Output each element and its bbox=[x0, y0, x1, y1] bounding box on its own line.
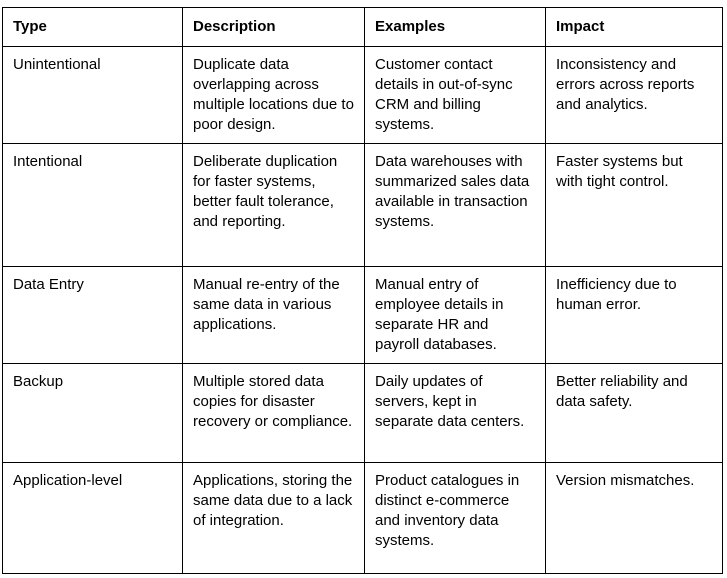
table-row: Data Entry Manual re-entry of the same d… bbox=[2, 266, 723, 364]
cell-impact: Inefficiency due to human error. bbox=[545, 266, 723, 364]
cell-impact-text: Better reliability and data safety. bbox=[556, 372, 688, 410]
column-header-description: Description bbox=[182, 7, 365, 47]
table-row: Application-level Applications, storing … bbox=[2, 461, 723, 574]
cell-examples-text: Customer contact details in out-of-sync … bbox=[375, 56, 513, 133]
cell-description-text: Duplicate data overlapping across multip… bbox=[193, 56, 354, 133]
cell-impact: Version mismatches. bbox=[545, 461, 723, 574]
table-row: Intentional Deliberate duplication for f… bbox=[2, 143, 723, 267]
table-header: Type Description Examples Impact bbox=[2, 7, 723, 47]
cell-type: Intentional bbox=[2, 143, 183, 267]
cell-description-text: Applications, storing the same data due … bbox=[193, 471, 353, 529]
column-header-type-label: Type bbox=[13, 18, 47, 35]
cell-examples-text: Manual entry of employee details in sepa… bbox=[375, 276, 504, 353]
cell-description: Duplicate data overlapping across multip… bbox=[182, 46, 365, 144]
column-header-description-label: Description bbox=[193, 18, 276, 35]
cell-impact-text: Faster systems but with tight control. bbox=[556, 153, 683, 190]
cell-type-text: Backup bbox=[13, 372, 64, 390]
cell-impact-text: Inconsistency and errors across reports … bbox=[556, 56, 695, 113]
cell-description: Deliberate duplication for faster system… bbox=[182, 143, 365, 267]
cell-type: Unintentional bbox=[2, 46, 183, 144]
cell-type-text: Intentional bbox=[13, 153, 83, 170]
table-row: Unintentional Duplicate data overlapping… bbox=[2, 46, 723, 144]
column-header-examples-label: Examples bbox=[375, 18, 446, 35]
cell-examples-text: Product catalogues in distinct e-commerc… bbox=[375, 471, 520, 549]
cell-description-text: Multiple stored data copies for disaster… bbox=[193, 372, 353, 430]
cell-examples: Manual entry of employee details in sepa… bbox=[364, 266, 546, 364]
cell-impact-text: Inefficiency due to human error. bbox=[556, 276, 677, 313]
cell-examples-text: Data warehouses with summarized sales da… bbox=[375, 153, 530, 230]
cell-type: Application-level bbox=[2, 461, 183, 574]
cell-type-text: Data Entry bbox=[13, 276, 84, 293]
column-header-type: Type bbox=[2, 7, 183, 47]
cell-examples: Data warehouses with summarized sales da… bbox=[364, 143, 546, 267]
column-header-impact: Impact bbox=[545, 7, 723, 47]
column-header-examples: Examples bbox=[364, 7, 546, 47]
table-container: Type Description Examples Impact bbox=[2, 7, 723, 574]
cell-impact: Faster systems but with tight control. bbox=[545, 143, 723, 267]
cell-description: Multiple stored data copies for disaster… bbox=[182, 362, 365, 463]
column-header-impact-label: Impact bbox=[556, 18, 605, 35]
cell-description-text: Deliberate duplication for faster system… bbox=[193, 153, 338, 230]
cell-examples: Customer contact details in out-of-sync … bbox=[364, 46, 546, 144]
table-header-row: Type Description Examples Impact bbox=[2, 7, 723, 47]
cell-type-text: Unintentional bbox=[13, 56, 101, 73]
cell-type: Data Entry bbox=[2, 266, 183, 364]
table-body: Unintentional Duplicate data overlapping… bbox=[2, 46, 723, 574]
cell-impact: Better reliability and data safety. bbox=[545, 362, 723, 463]
cell-impact-text: Version mismatches. bbox=[556, 471, 695, 489]
table-row: Backup Multiple stored data copies for d… bbox=[2, 362, 723, 463]
cell-examples: Daily updates of servers, kept in separa… bbox=[364, 362, 546, 463]
cell-type-text: Application-level bbox=[13, 471, 123, 489]
cell-examples-text: Daily updates of servers, kept in separa… bbox=[375, 372, 525, 430]
data-redundancy-table: Type Description Examples Impact bbox=[2, 7, 723, 574]
cell-description: Applications, storing the same data due … bbox=[182, 461, 365, 574]
cell-description-text: Manual re-entry of the same data in vari… bbox=[193, 276, 340, 333]
cell-examples: Product catalogues in distinct e-commerc… bbox=[364, 461, 546, 574]
cell-description: Manual re-entry of the same data in vari… bbox=[182, 266, 365, 364]
cell-type: Backup bbox=[2, 362, 183, 463]
cell-impact: Inconsistency and errors across reports … bbox=[545, 46, 723, 144]
